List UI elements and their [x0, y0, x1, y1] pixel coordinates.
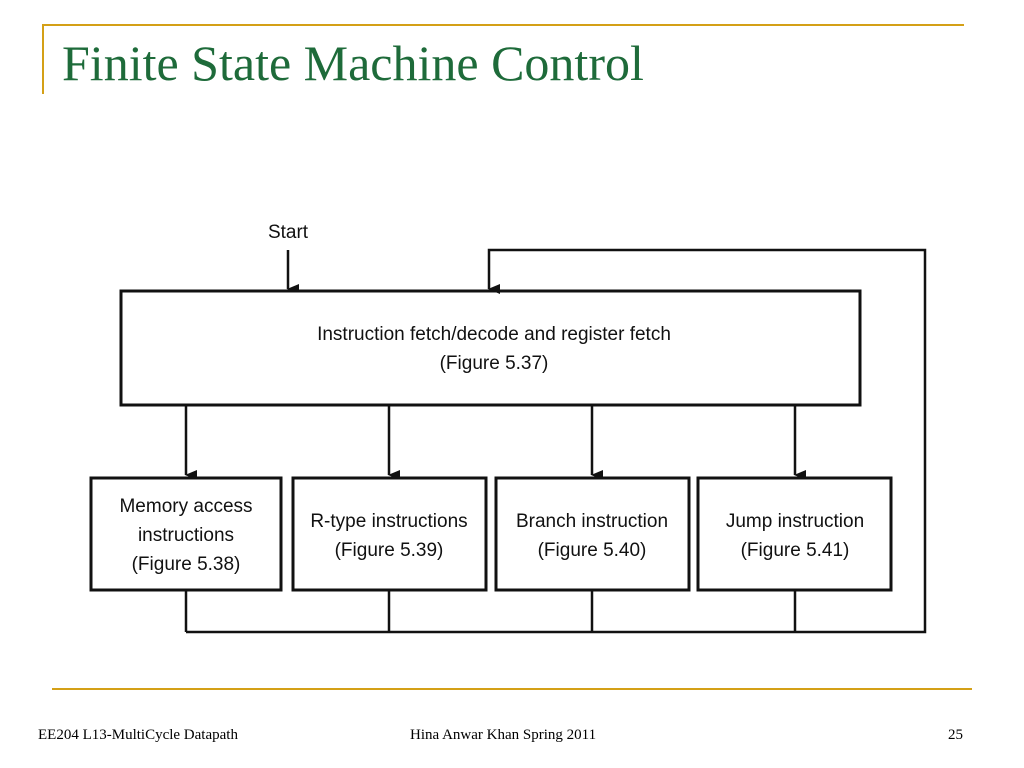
rtype-label: R-type instructions [310, 511, 467, 532]
rtype-figure: (Figure 5.39) [335, 540, 444, 561]
footer-author: Hina Anwar Khan Spring 2011 [410, 727, 597, 743]
fetch-decode-box [119, 289, 862, 407]
state-box-memory [89, 476, 283, 592]
fetch-decode-label: Instruction fetch/decode and register fe… [317, 324, 671, 345]
jump-label: Jump instruction [726, 511, 864, 532]
fetch-decode-figure: (Figure 5.37) [440, 353, 549, 374]
footer-course: EE204 L13-MultiCycle Datapath [38, 727, 238, 743]
branch-figure: (Figure 5.40) [538, 540, 647, 561]
state-box-branch [494, 476, 691, 592]
memory-label-line2: instructions [138, 525, 234, 546]
branch-label: Branch instruction [516, 511, 668, 532]
state-box-jump [696, 476, 893, 592]
start-label: Start [268, 222, 309, 243]
page-number: 25 [948, 727, 963, 743]
title-accent-top [42, 24, 964, 26]
return-path [186, 248, 927, 634]
slide-title: Finite State Machine Control [62, 35, 644, 91]
memory-label-line1: Memory access [119, 496, 252, 517]
title-accent-left [42, 24, 44, 94]
footer-rule [52, 688, 972, 690]
state-box-rtype [291, 476, 488, 592]
memory-figure: (Figure 5.38) [132, 554, 241, 575]
jump-figure: (Figure 5.41) [741, 540, 850, 561]
